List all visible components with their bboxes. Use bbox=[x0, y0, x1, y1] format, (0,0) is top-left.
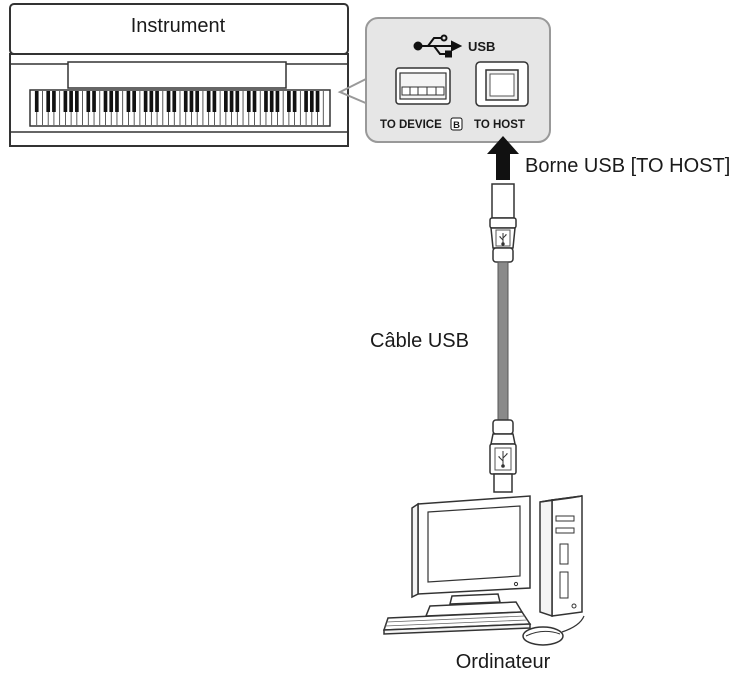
black-key bbox=[264, 91, 268, 112]
black-key bbox=[252, 91, 257, 112]
up-arrow bbox=[487, 136, 519, 180]
terminal-label: Borne USB [TO HOST] bbox=[525, 155, 730, 177]
black-key bbox=[63, 91, 68, 112]
black-key bbox=[109, 91, 114, 112]
black-key bbox=[34, 91, 39, 112]
cable-wire bbox=[497, 261, 509, 421]
black-key bbox=[235, 91, 240, 112]
black-key bbox=[246, 91, 251, 112]
cable-label: Câble USB bbox=[370, 330, 469, 352]
black-key bbox=[287, 91, 291, 112]
computer-illustration bbox=[382, 495, 585, 646]
black-key bbox=[292, 91, 297, 112]
black-key bbox=[149, 91, 154, 112]
black-key bbox=[206, 91, 211, 112]
black-key bbox=[189, 91, 194, 112]
usb-symbol-icon bbox=[413, 34, 463, 58]
black-key bbox=[275, 91, 280, 112]
to-device-badge-box bbox=[450, 117, 463, 131]
usb-a-plug bbox=[489, 419, 517, 493]
black-key bbox=[183, 91, 188, 112]
black-key bbox=[229, 91, 234, 112]
black-key bbox=[269, 91, 274, 112]
black-key bbox=[75, 91, 79, 112]
keyboard-row-line bbox=[385, 619, 528, 627]
plug-usb-mark-icon bbox=[499, 233, 507, 246]
black-key bbox=[86, 91, 91, 112]
usb-cable bbox=[489, 183, 517, 493]
black-key bbox=[103, 91, 108, 112]
black-key bbox=[315, 91, 320, 112]
usb-panel-background bbox=[365, 17, 551, 143]
usb-b-plug bbox=[489, 183, 517, 263]
black-key bbox=[172, 91, 177, 112]
black-key bbox=[224, 91, 228, 112]
black-key bbox=[46, 91, 51, 112]
black-key bbox=[52, 91, 56, 112]
black-key bbox=[143, 91, 148, 112]
black-keys bbox=[34, 91, 320, 112]
usb-panel: USB TO DEVICE B TO HOST bbox=[365, 17, 551, 143]
black-key bbox=[115, 91, 119, 112]
black-key bbox=[126, 91, 131, 112]
black-key bbox=[309, 91, 314, 112]
to-device-port bbox=[395, 67, 451, 105]
instrument-illustration: Instrument bbox=[9, 3, 349, 147]
black-key bbox=[92, 91, 96, 112]
black-key bbox=[166, 91, 171, 112]
zoom-pointer bbox=[337, 77, 369, 105]
to-device-badge: B bbox=[453, 120, 460, 131]
black-key bbox=[195, 91, 200, 112]
black-key bbox=[212, 91, 217, 112]
to-host-label: TO HOST bbox=[474, 119, 525, 131]
computer-label: Ordinateur bbox=[456, 651, 551, 673]
black-key bbox=[155, 91, 159, 112]
to-device-label: TO DEVICE bbox=[380, 119, 442, 131]
to-host-port bbox=[475, 61, 529, 107]
keyboard-row-line bbox=[386, 615, 525, 623]
black-key bbox=[69, 91, 73, 112]
computer-mouse bbox=[522, 615, 585, 646]
computer-tower bbox=[539, 495, 583, 618]
computer-monitor bbox=[411, 495, 531, 617]
instrument-label: Instrument bbox=[131, 15, 226, 37]
usb-label: USB bbox=[468, 39, 495, 54]
music-rest bbox=[67, 61, 287, 89]
plug-usb-mark-icon bbox=[498, 451, 508, 468]
computer-keyboard bbox=[382, 611, 532, 635]
black-key bbox=[304, 91, 308, 112]
black-key bbox=[132, 91, 136, 112]
